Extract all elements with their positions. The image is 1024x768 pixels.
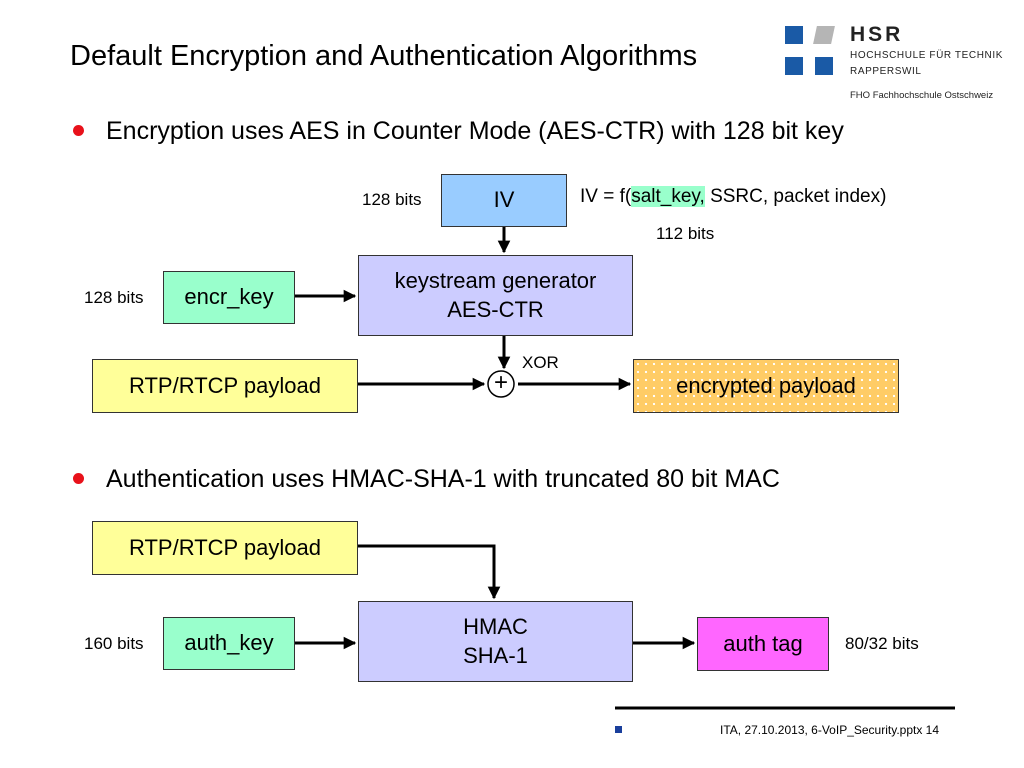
xor-symbol: + bbox=[493, 369, 508, 396]
footer-square-icon bbox=[615, 726, 622, 733]
logo-line-1: HOCHSCHULE FÜR TECHNIK bbox=[850, 50, 1004, 61]
logo-square-gray bbox=[813, 26, 835, 44]
encr-key-bits-label: 128 bits bbox=[84, 288, 144, 307]
encrypted-payload-label: encrypted payload bbox=[676, 372, 856, 398]
logo-square-blue-1 bbox=[785, 26, 803, 44]
logo-line-3: FHO Fachhochschule Ostschweiz bbox=[850, 90, 994, 101]
salt-key-highlight: salt_key, bbox=[631, 186, 705, 207]
iv-label: IV bbox=[493, 187, 515, 213]
logo-square-blue-3 bbox=[815, 57, 833, 75]
auth-key-box: auth_key bbox=[163, 617, 295, 670]
hmac-line-2: SHA-1 bbox=[463, 642, 528, 668]
keystream-generator-box: keystream generator AES-CTR bbox=[358, 255, 633, 336]
iv-formula-prefix: IV = f( bbox=[580, 186, 632, 207]
encr-key-box: encr_key bbox=[163, 271, 295, 324]
iv-formula-suffix: SSRC, packet index) bbox=[704, 186, 887, 207]
bullet-authentication: Authentication uses HMAC-SHA-1 with trun… bbox=[106, 465, 780, 493]
iv-formula: IV = f(salt_key, SSRC, packet index) bbox=[580, 186, 886, 208]
logo-square-blue-2 bbox=[785, 57, 803, 75]
xor-label: XOR bbox=[522, 353, 559, 372]
encrypted-payload-box: encrypted payload bbox=[633, 359, 899, 413]
encr-key-label: encr_key bbox=[184, 284, 274, 310]
bullet-dot-2 bbox=[73, 473, 84, 484]
slide-title: Default Encryption and Authentication Al… bbox=[70, 40, 698, 72]
hsr-logo: HSR HOCHSCHULE FÜR TECHNIK RAPPERSWIL FH… bbox=[783, 23, 1019, 104]
auth-key-label: auth_key bbox=[184, 630, 274, 656]
logo-name: HSR bbox=[850, 23, 904, 46]
iv-bits-label: 128 bits bbox=[362, 190, 422, 209]
rtp-payload-label-authentication: RTP/RTCP payload bbox=[129, 534, 321, 560]
rtp-payload-box-authentication: RTP/RTCP payload bbox=[92, 521, 358, 575]
arrow-payload-to-hmac bbox=[358, 544, 501, 600]
salt-bits-label: 112 bits bbox=[656, 224, 715, 243]
footer-text: ITA, 27.10.2013, 6-VoIP_Security.pptx 14 bbox=[720, 723, 940, 737]
auth-tag-label: auth tag bbox=[723, 630, 803, 656]
rtp-payload-box-encryption: RTP/RTCP payload bbox=[92, 359, 358, 413]
keystream-line-2: AES-CTR bbox=[447, 296, 544, 322]
hmac-line-1: HMAC bbox=[463, 613, 528, 639]
auth-key-bits-label: 160 bits bbox=[84, 634, 144, 653]
auth-tag-box: auth tag bbox=[697, 617, 829, 671]
hmac-box: HMAC SHA-1 bbox=[358, 601, 633, 682]
bullet-encryption: Encryption uses AES in Counter Mode (AES… bbox=[106, 117, 844, 145]
iv-box: IV bbox=[441, 174, 567, 227]
logo-line-2: RAPPERSWIL bbox=[850, 66, 922, 77]
keystream-line-1: keystream generator bbox=[394, 267, 597, 293]
tag-bits-label: 80/32 bits bbox=[845, 634, 919, 653]
bullet-dot-1 bbox=[73, 125, 84, 136]
rtp-payload-label-encryption: RTP/RTCP payload bbox=[129, 372, 321, 398]
